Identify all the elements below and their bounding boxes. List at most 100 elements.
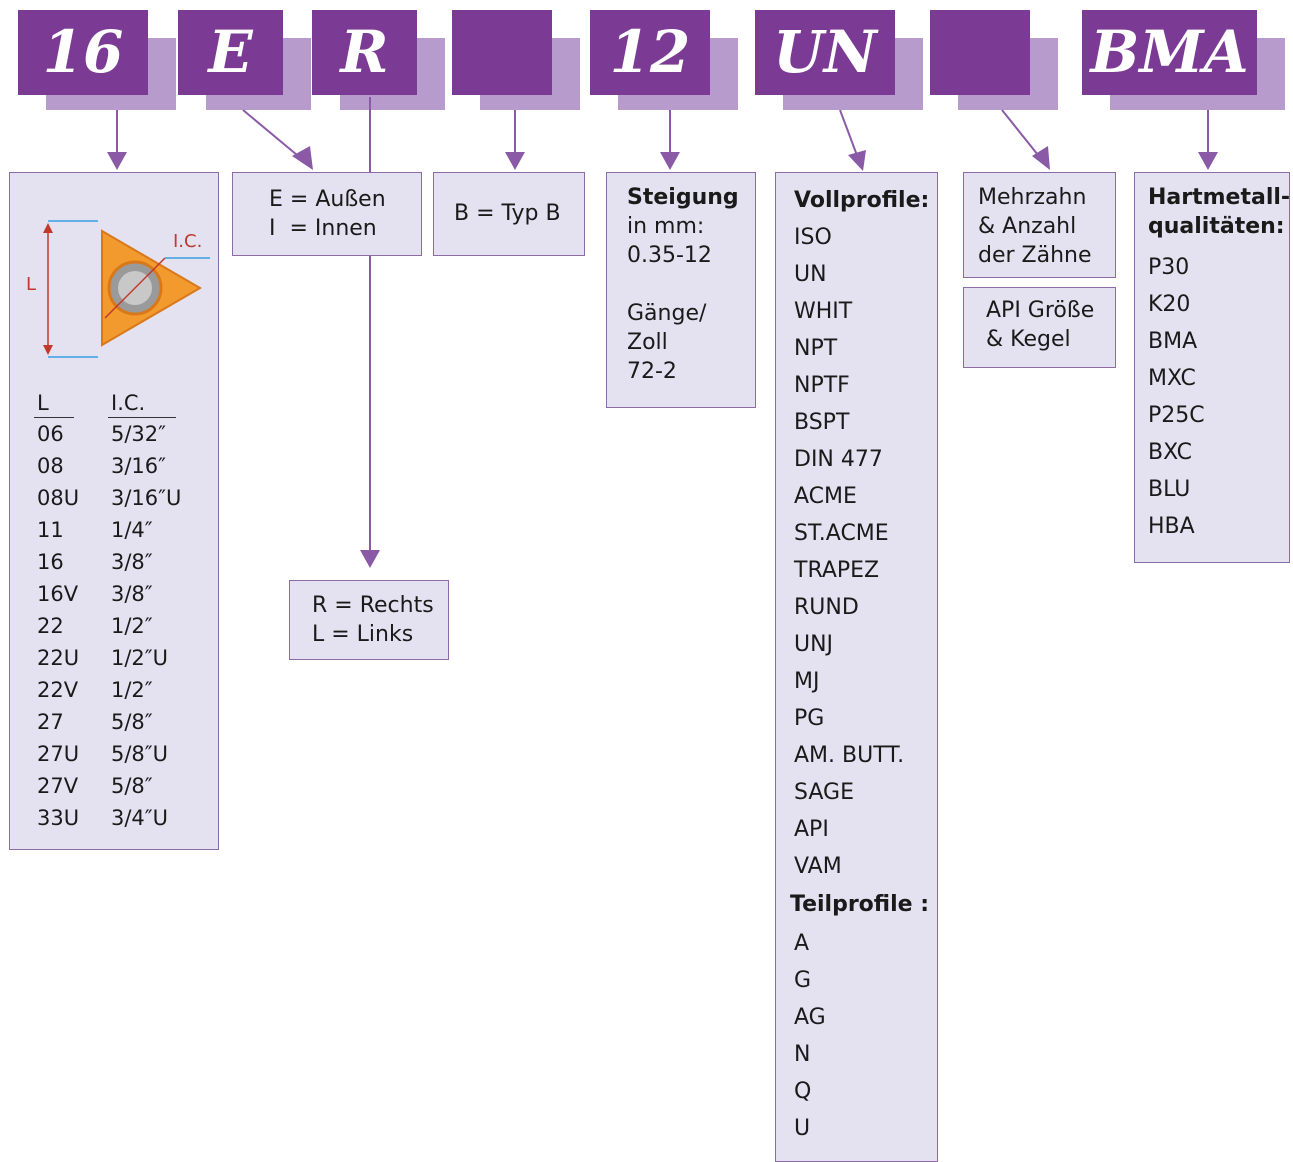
code-tile-typeb: [452, 10, 580, 110]
grade-item: P25C: [1148, 403, 1205, 428]
table-row: 16 3/8″: [37, 546, 181, 578]
multi-line-3: der Zähne: [978, 243, 1092, 268]
ic-cell: 1/2″: [111, 678, 153, 702]
code-pitch: 12: [590, 10, 710, 95]
partial-profile-item: A: [794, 931, 810, 956]
pitch-box: Steigung in mm: 0.35-12 Gänge/ Zoll 72-2: [606, 172, 756, 408]
ic-cell: 5/8″: [111, 710, 153, 734]
pitch-line-mm: in mm:: [627, 214, 705, 239]
api-line-2: & Kegel: [986, 327, 1071, 352]
api-box: API Größe & Kegel: [963, 287, 1116, 368]
profile-item: VAM: [794, 854, 842, 879]
grade-item: P30: [1148, 255, 1190, 280]
partial-profile-item: AG: [794, 1005, 826, 1030]
pitch-title: Steigung: [627, 185, 739, 210]
pitch-line-range-tpi: 72-2: [627, 359, 677, 384]
partial-profile-item: Q: [794, 1079, 812, 1104]
profile-item: ST.ACME: [794, 521, 889, 546]
code-multi: [930, 10, 1030, 95]
l-cell: 11: [37, 518, 64, 542]
table-row: 27V 5/8″: [37, 770, 181, 802]
right-left-box: R = Rechts L = Links: [289, 580, 449, 660]
diagram-ic-label: I.C.: [173, 231, 203, 252]
code-tile-type: E: [178, 10, 311, 110]
profile-item: PG: [794, 706, 825, 731]
l-cell: 27V: [37, 774, 79, 798]
internal-line: I = Innen: [269, 216, 377, 241]
pitch-line-inch: Zoll: [627, 330, 668, 355]
partial-profile-title: Teilprofile :: [790, 892, 930, 917]
profile-item: MJ: [794, 669, 820, 694]
profile-box: Vollprofile: ISO UN WHIT NPT NPTF BSPT D…: [775, 172, 938, 1162]
grade-title-1: Hartmetall-: [1148, 185, 1291, 210]
code-tile-pitch: 12: [590, 10, 738, 110]
multi-tooth-box: Mehrzahn & Anzahl der Zähne: [963, 172, 1116, 278]
profile-item: AM. BUTT.: [794, 743, 905, 768]
grade-item: BMA: [1148, 329, 1198, 354]
code-profile: UN: [755, 10, 895, 95]
ic-cell: 1/2″U: [111, 646, 169, 670]
code-tile-profile: UN: [755, 10, 923, 110]
l-cell: 06: [37, 422, 64, 446]
l-cell: 33U: [37, 806, 80, 830]
api-line-1: API Größe: [986, 298, 1095, 323]
multi-line-1: Mehrzahn: [978, 185, 1087, 210]
profile-item: RUND: [794, 595, 859, 620]
grade-item: MXC: [1148, 366, 1196, 391]
grade-box: Hartmetall- qualitäten: P30 K20 BMA MXC …: [1134, 172, 1290, 563]
code-type: E: [178, 10, 283, 95]
code-typeb: [452, 10, 552, 95]
code-tile-multi: [930, 10, 1058, 110]
l-cell: 22V: [37, 678, 79, 702]
ic-cell: 1/2″: [111, 614, 153, 638]
column-header-ic: I.C.: [111, 391, 146, 415]
ic-cell: 3/8″: [111, 550, 153, 574]
profile-item: TRAPEZ: [794, 558, 880, 583]
profile-item: SAGE: [794, 780, 854, 805]
profile-item: API: [794, 817, 829, 842]
pitch-spacer: [627, 270, 755, 299]
code-grade: BMA: [1082, 10, 1257, 95]
grade-item: BLU: [1148, 477, 1191, 502]
code-tile-hand: R: [312, 10, 445, 110]
header-rule: [108, 417, 176, 418]
code-tile-size: 16: [18, 10, 176, 110]
header-rule: [34, 417, 74, 418]
ic-cell: 3/16″U: [111, 486, 182, 510]
multi-line-2: & Anzahl: [978, 214, 1077, 239]
external-line: E = Außen: [269, 187, 386, 212]
partial-profile-item: G: [794, 968, 812, 993]
l-cell: 16V: [37, 582, 79, 606]
grade-title-2: qualitäten:: [1148, 214, 1285, 239]
full-profile-title: Vollprofile:: [794, 188, 930, 213]
type-b-box: B = Typ B: [433, 172, 585, 256]
profile-item: UN: [794, 262, 827, 287]
profile-item: BSPT: [794, 410, 850, 435]
external-internal-box: E = Außen I = Innen: [232, 172, 422, 256]
code-hand: R: [312, 10, 417, 95]
grade-item: K20: [1148, 292, 1191, 317]
column-header-l: L: [37, 391, 49, 415]
diagram-l-label: L: [26, 274, 37, 295]
profile-item: NPT: [794, 336, 838, 361]
profile-item: ACME: [794, 484, 857, 509]
profile-item: WHIT: [794, 299, 853, 324]
l-cell: 08: [37, 454, 64, 478]
l-cell: 16: [37, 550, 64, 574]
table-row: 08U 3/16″U: [37, 482, 181, 514]
l-cell: 27U: [37, 742, 80, 766]
code-tile-grade: BMA: [1082, 10, 1285, 110]
pitch-line-range-mm: 0.35-12: [627, 243, 712, 268]
pitch-line-tpi: Gänge/: [627, 301, 707, 326]
ic-cell: 5/8″: [111, 774, 153, 798]
left-line: L = Links: [312, 622, 414, 647]
profile-item: DIN 477: [794, 447, 883, 472]
l-cell: 08U: [37, 486, 80, 510]
